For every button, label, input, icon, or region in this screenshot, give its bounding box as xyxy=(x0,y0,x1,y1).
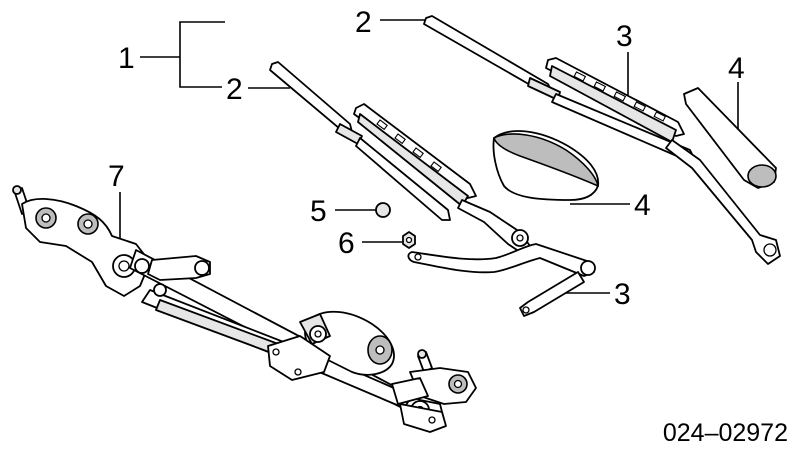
leader-lines xyxy=(119,19,739,294)
callout-1: 1 xyxy=(118,42,135,75)
callout-4-lower: 4 xyxy=(634,189,651,222)
arm-cover-lower xyxy=(492,130,600,201)
wiper-arm-top xyxy=(423,15,695,161)
wiper-arm-lower xyxy=(269,61,451,221)
callout-5: 5 xyxy=(310,195,327,228)
wiper-blade-lower xyxy=(353,103,531,253)
arm-cover-top xyxy=(683,87,777,189)
callout-7: 7 xyxy=(108,160,125,193)
callout-4-top: 4 xyxy=(728,52,745,85)
cap-part-5 xyxy=(375,202,391,218)
callout-2-lower: 2 xyxy=(226,73,243,106)
callout-numbers: 1 2 2 3 4 4 5 6 3 7 xyxy=(108,6,745,311)
callout-2-top: 2 xyxy=(355,6,372,39)
callout-6: 6 xyxy=(338,227,355,260)
bracket-1 xyxy=(179,21,225,88)
reference-number: 024–02972 xyxy=(663,419,788,447)
nut-part-6 xyxy=(402,231,416,249)
callout-3-top: 3 xyxy=(616,20,633,53)
linkage-arm xyxy=(407,243,596,317)
wiper-blade-top xyxy=(545,57,781,265)
callout-3-lower: 3 xyxy=(614,278,631,311)
wiper-linkage-frame xyxy=(12,185,477,433)
